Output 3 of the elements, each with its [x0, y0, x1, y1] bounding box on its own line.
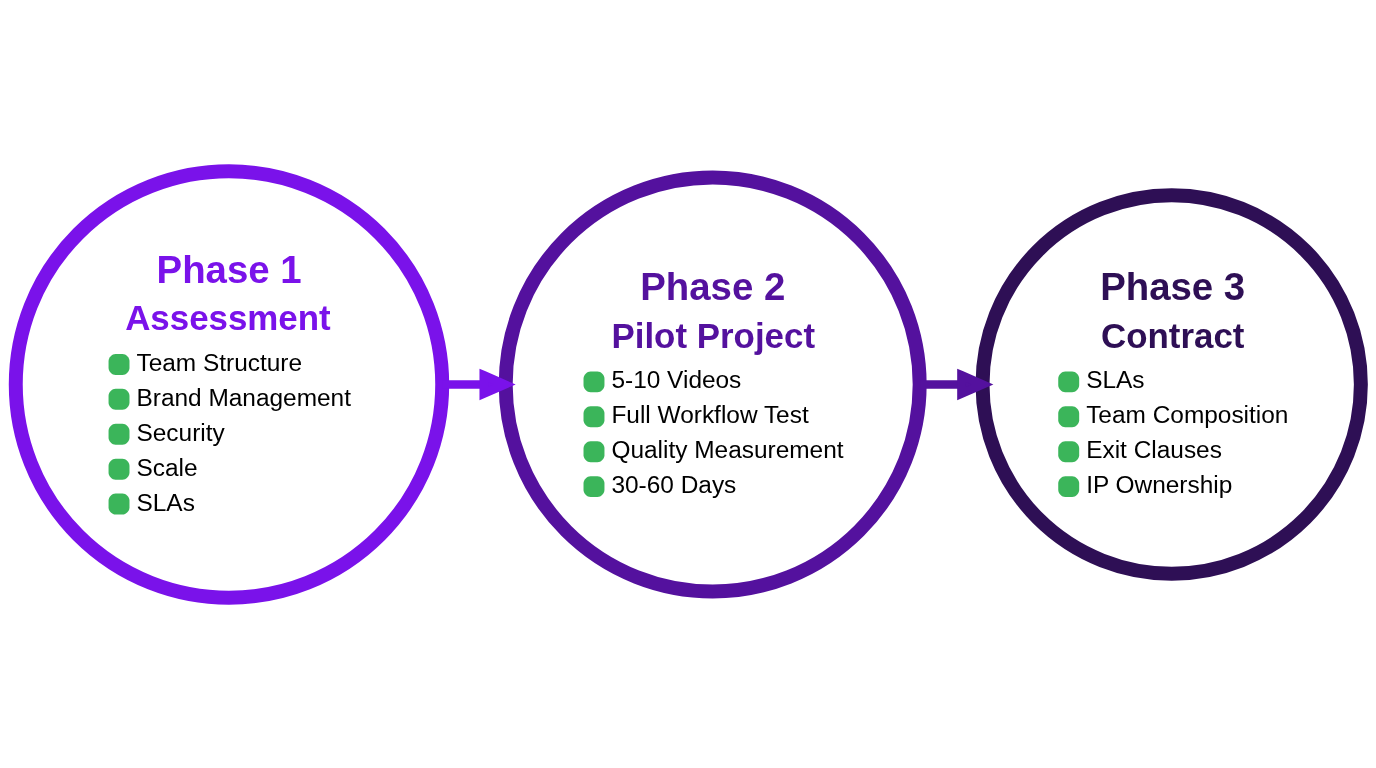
node-circle: Phase 2 Pilot Project 5-10 Videos Full Workflow Test Quality Measurement 30-60 Days [498, 170, 927, 598]
node-circle: Phase 1 Assessment Team Structure Brand Management Security Scale SLAs [8, 163, 450, 605]
node-circle: Phase 3 Contract SLAs Team Composition Exit Clauses IP Ownership [975, 187, 1368, 581]
